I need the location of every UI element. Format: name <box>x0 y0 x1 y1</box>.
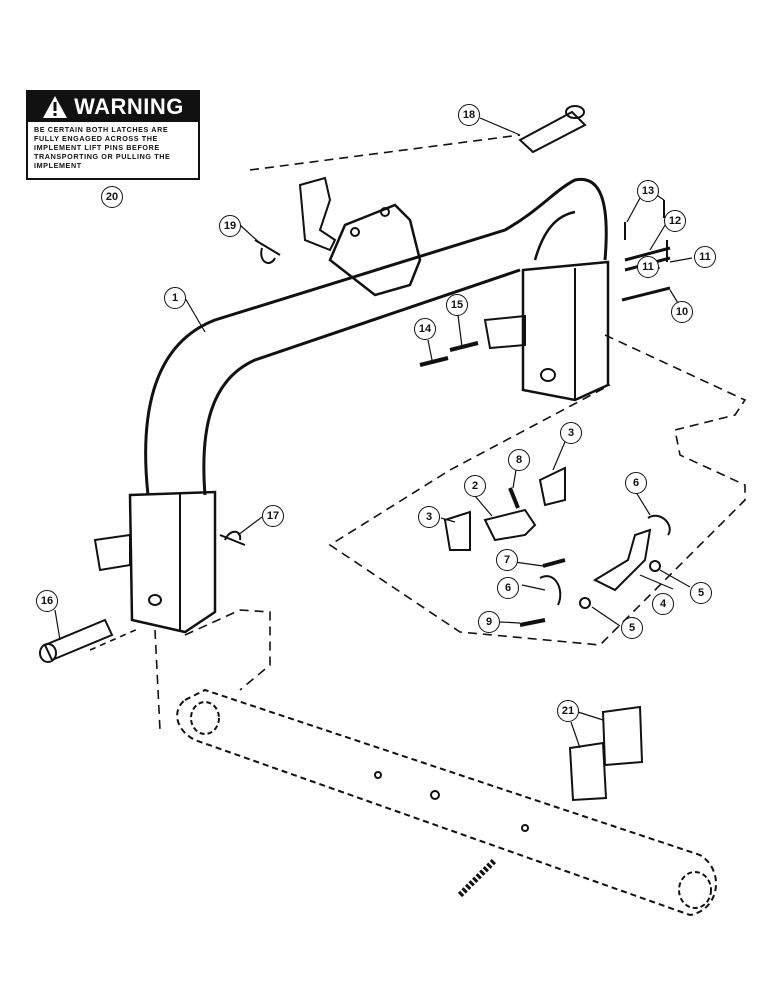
bolt <box>457 857 498 898</box>
mast-bracket <box>328 203 422 297</box>
callout-9: 9 <box>478 611 500 633</box>
lower-link <box>176 688 717 917</box>
washer-5b <box>649 560 661 572</box>
warning-triangle-icon <box>43 96 68 118</box>
shim-21b <box>568 741 608 802</box>
latch-4 <box>592 528 652 592</box>
rod-12 <box>624 246 671 262</box>
callout-17: 17 <box>262 505 284 527</box>
spring-8 <box>508 487 520 509</box>
callout-6a: 6 <box>625 472 647 494</box>
clip-19 <box>254 239 281 264</box>
callout-5b: 5 <box>690 582 712 604</box>
callout-19: 19 <box>219 215 241 237</box>
latch-hook <box>298 176 337 252</box>
callout-5a: 5 <box>621 617 643 639</box>
callout-18: 18 <box>458 104 480 126</box>
latch-2 <box>483 508 537 542</box>
callout-10: 10 <box>671 301 693 323</box>
clip-6-left <box>539 575 562 606</box>
washer-5a <box>579 597 591 609</box>
callout-15: 15 <box>446 294 468 316</box>
callout-1: 1 <box>164 287 186 309</box>
latch-assembly-boundary <box>328 334 747 646</box>
pin-9 <box>519 618 546 627</box>
callout-7: 7 <box>496 549 518 571</box>
warning-label: WARNING BE CERTAIN BOTH LATCHES ARE FULL… <box>26 90 200 180</box>
plate-3-left <box>443 510 471 551</box>
callout-21: 21 <box>557 700 579 722</box>
clip-6-right <box>647 514 671 536</box>
roll-pin-14 <box>419 356 449 367</box>
rod-10 <box>621 286 671 302</box>
roll-pin-15 <box>449 341 479 352</box>
pin-18 <box>518 110 587 154</box>
plate-3-right <box>538 466 566 507</box>
warning-heading: WARNING <box>74 94 184 119</box>
callout-13: 13 <box>637 180 659 202</box>
callout-11b: 11 <box>637 256 659 278</box>
callout-2: 2 <box>464 475 486 497</box>
pin-7 <box>542 558 566 568</box>
callout-4: 4 <box>652 593 674 615</box>
clip-17 <box>219 530 246 546</box>
callout-3b: 3 <box>560 422 582 444</box>
warning-text: BE CERTAIN BOTH LATCHES ARE FULLY ENGAGE… <box>34 125 171 170</box>
warning-header: WARNING <box>28 92 198 122</box>
callout-16: 16 <box>36 590 58 612</box>
callout-20: 20 <box>101 186 123 208</box>
callout-12: 12 <box>664 210 686 232</box>
callout-6b: 6 <box>497 577 519 599</box>
pin-16 <box>43 618 114 662</box>
shim-21a <box>601 705 644 767</box>
left-leg-bracket <box>128 490 217 634</box>
callout-14: 14 <box>414 318 436 340</box>
callout-3a: 3 <box>418 506 440 528</box>
frame-tube-inner <box>202 268 521 496</box>
right-leg-bracket <box>521 260 610 402</box>
callout-8: 8 <box>508 449 530 471</box>
frame-tube <box>144 177 608 496</box>
callout-11a: 11 <box>694 246 716 268</box>
